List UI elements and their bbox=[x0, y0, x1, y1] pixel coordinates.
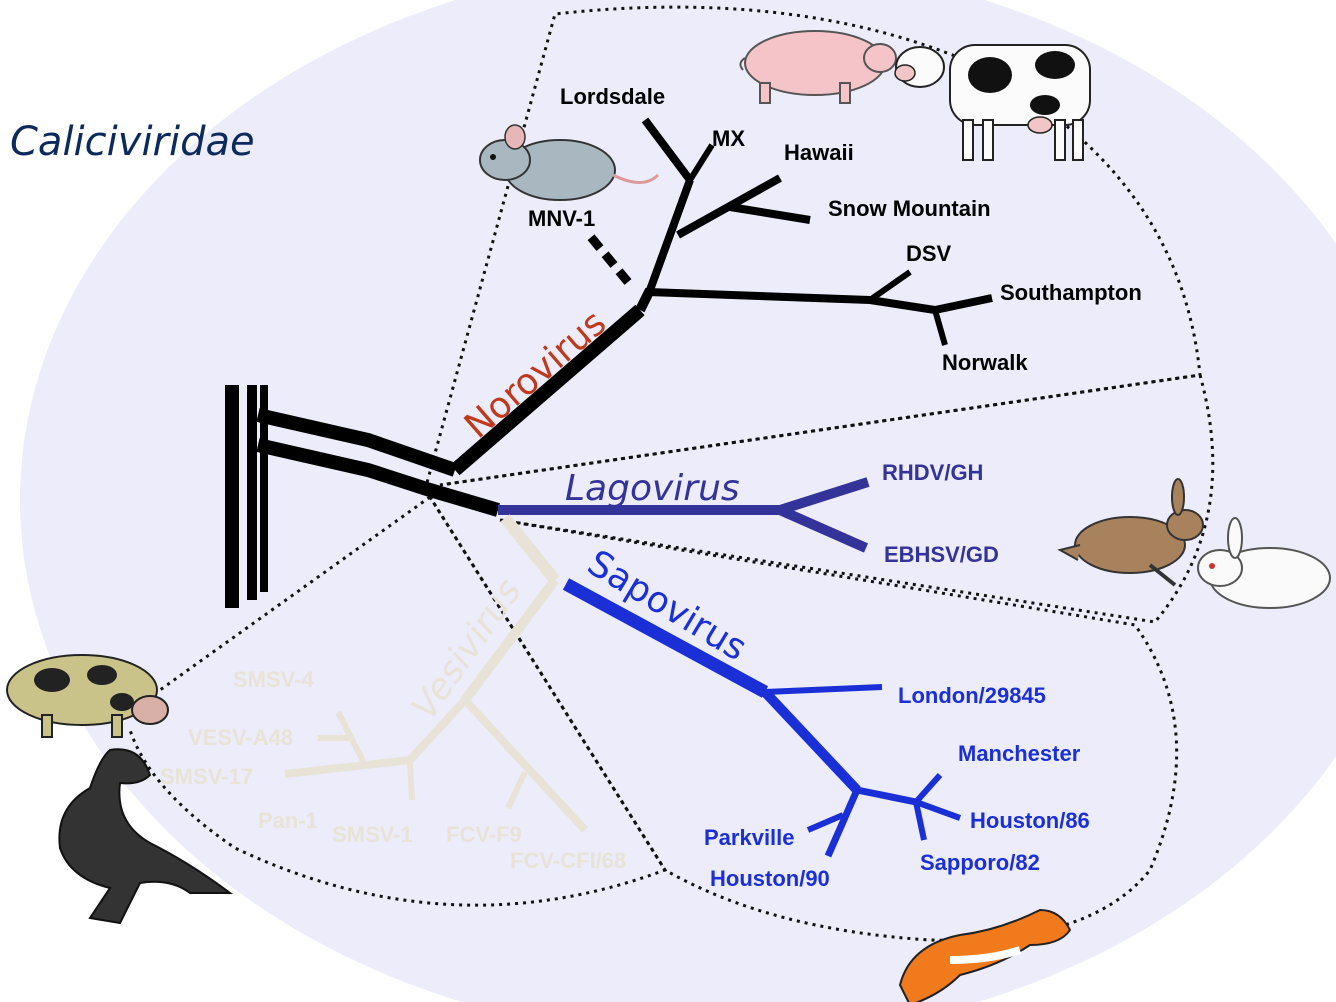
strain-label: Sapporo/82 bbox=[920, 850, 1040, 875]
strain-label: Houston/90 bbox=[710, 866, 830, 891]
strain-label: EBHSV/GD bbox=[884, 542, 999, 567]
strain-label: MNV-1 bbox=[528, 206, 595, 231]
strain-label: Pan-1 bbox=[258, 808, 318, 833]
diagram-title: Caliciviridae bbox=[10, 119, 255, 165]
strain-label: Snow Mountain bbox=[828, 196, 991, 221]
strain-label: London/29845 bbox=[898, 683, 1046, 708]
strain-label: RHDV/GH bbox=[882, 460, 983, 485]
strain-label: SMSV-17 bbox=[160, 764, 253, 789]
strain-label: Houston/86 bbox=[970, 808, 1090, 833]
strain-label: Hawaii bbox=[784, 140, 854, 165]
strain-label: DSV bbox=[906, 241, 952, 266]
strain-label: FCV-F9 bbox=[446, 822, 522, 847]
strain-label: Norwalk bbox=[942, 350, 1028, 375]
strain-label: MX bbox=[712, 126, 745, 151]
strain-label: Parkville bbox=[704, 825, 795, 850]
strain-label: FCV-CFI/68 bbox=[510, 848, 626, 873]
strain-label: Southampton bbox=[1000, 280, 1142, 305]
strain-label: VESV-A48 bbox=[188, 725, 293, 750]
strain-label: SMSV-4 bbox=[233, 667, 314, 692]
genus-label-lagovirus: Lagovirus bbox=[565, 468, 740, 509]
strain-label: Lordsdale bbox=[560, 84, 665, 109]
strain-label: SMSV-1 bbox=[332, 822, 413, 847]
strain-label: Manchester bbox=[958, 741, 1081, 766]
